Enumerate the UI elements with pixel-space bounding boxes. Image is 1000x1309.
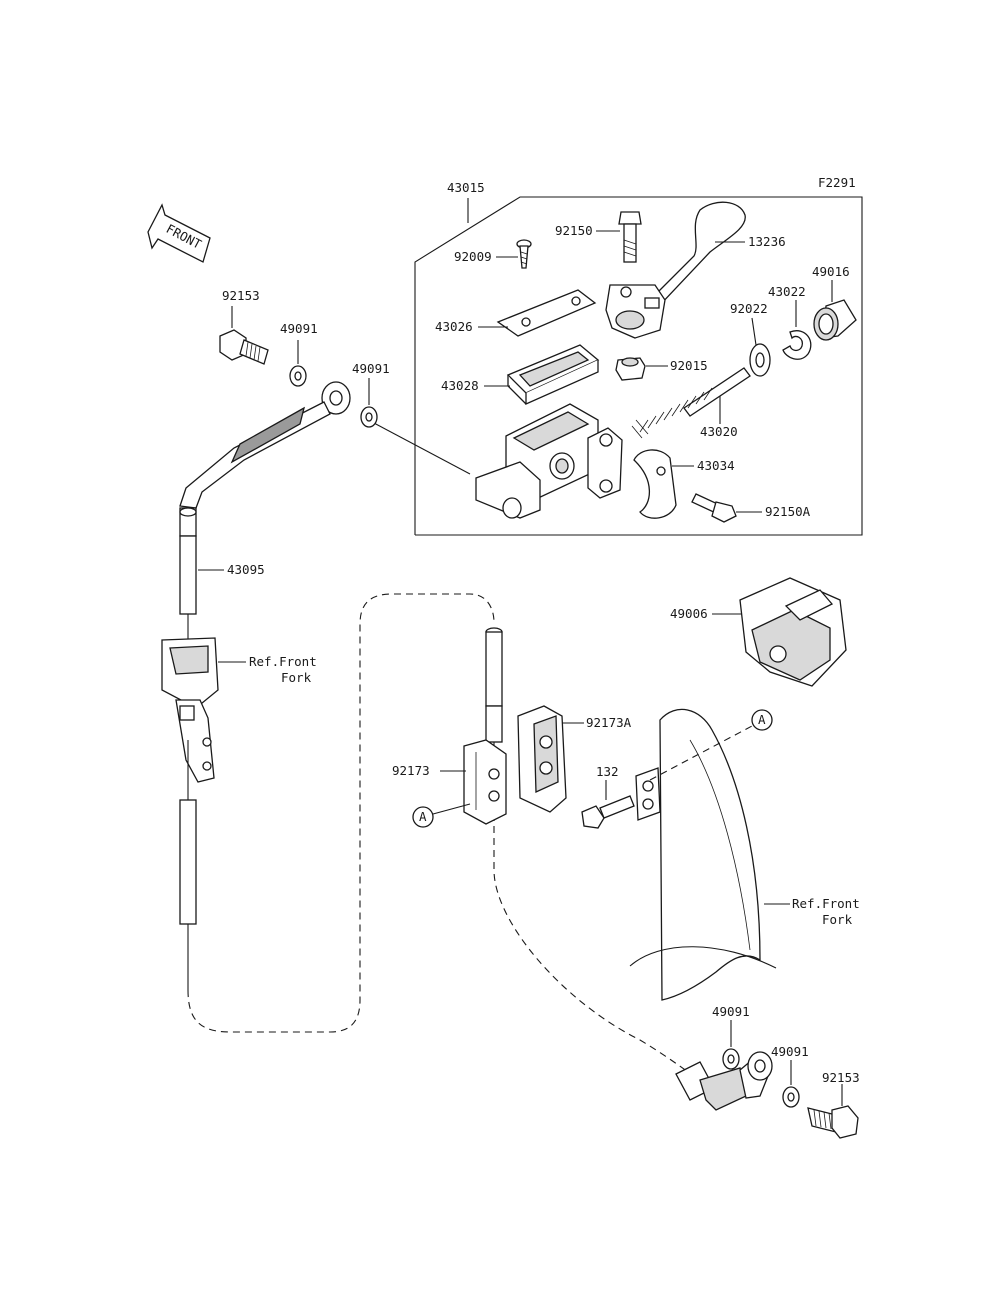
label-49016: 49016 — [812, 264, 850, 279]
label-92022: 92022 — [730, 301, 768, 316]
callout-a-left-letter: A — [419, 809, 427, 824]
fork-right — [629, 708, 777, 1001]
piston-43020 — [631, 367, 751, 439]
label-43020: 43020 — [700, 424, 738, 439]
brake-hose-43095 — [179, 381, 351, 640]
label-49091-top-a: 49091 — [280, 321, 318, 336]
label-43095: 43095 — [227, 562, 265, 577]
master-cylinder-box — [414, 196, 863, 536]
banjo-fitting-lower — [675, 1051, 773, 1111]
label-ref-front-fork-left-1: Ref.Front — [249, 654, 317, 669]
callout-a-right: A — [751, 709, 773, 731]
label-92150: 92150 — [555, 223, 593, 238]
washer-92022 — [749, 343, 771, 377]
washer-49091-top-b — [360, 406, 378, 428]
nut-92015 — [615, 357, 646, 381]
label-92153-top: 92153 — [222, 288, 260, 303]
front-arrow-icon: FRONT — [147, 203, 211, 263]
cap-43026 — [496, 289, 597, 337]
hose-middle — [485, 627, 689, 1073]
label-ref-front-fork-left-2: Fork — [281, 670, 312, 685]
label-43026: 43026 — [435, 319, 473, 334]
master-cylinder-body — [475, 403, 623, 519]
washer-49091-bottom-a — [722, 1048, 740, 1070]
screw-92009 — [516, 239, 532, 269]
label-92009: 92009 — [454, 249, 492, 264]
callout-a-left: A — [412, 803, 471, 828]
washer-49091-top-a — [289, 365, 307, 387]
bracket-92173A — [517, 705, 567, 813]
label-43022: 43022 — [768, 284, 806, 299]
label-92173: 92173 — [392, 763, 430, 778]
diaphragm-43028 — [506, 344, 600, 406]
circlip-43022 — [782, 330, 812, 360]
label-43015: 43015 — [447, 180, 485, 195]
clamp-43034 — [633, 449, 677, 519]
callout-a-right-letter: A — [758, 712, 766, 727]
label-132: 132 — [596, 764, 619, 779]
label-43034: 43034 — [697, 458, 735, 473]
label-92015: 92015 — [670, 358, 708, 373]
bolt-132 — [581, 795, 635, 829]
label-ref-front-fork-right-2: Fork — [822, 912, 853, 927]
lever-13236 — [605, 201, 746, 339]
banjo-bolt-92153-bottom — [807, 1105, 859, 1139]
label-92150A: 92150A — [765, 504, 811, 519]
label-49006: 49006 — [670, 606, 708, 621]
washer-49091-bottom-b — [782, 1086, 800, 1108]
bolt-92150 — [618, 211, 642, 263]
label-49091-top-b: 49091 — [352, 361, 390, 376]
fork-clamp-left — [161, 637, 219, 783]
guard-49006 — [739, 577, 847, 687]
boot-49016 — [813, 299, 857, 341]
figure-code: F2291 — [818, 175, 856, 190]
label-49091-bottom-b: 49091 — [771, 1044, 809, 1059]
label-92153-bottom: 92153 — [822, 1070, 860, 1085]
bracket-92173 — [463, 739, 507, 825]
label-49091-bottom-a: 49091 — [712, 1004, 750, 1019]
label-43028: 43028 — [441, 378, 479, 393]
bolt-92150A — [691, 493, 737, 523]
banjo-bolt-92153-top — [219, 329, 269, 365]
label-ref-front-fork-right-1: Ref.Front — [792, 896, 860, 911]
hose-lower-left — [179, 593, 495, 1033]
label-13236: 13236 — [748, 234, 786, 249]
label-92173A: 92173A — [586, 715, 632, 730]
